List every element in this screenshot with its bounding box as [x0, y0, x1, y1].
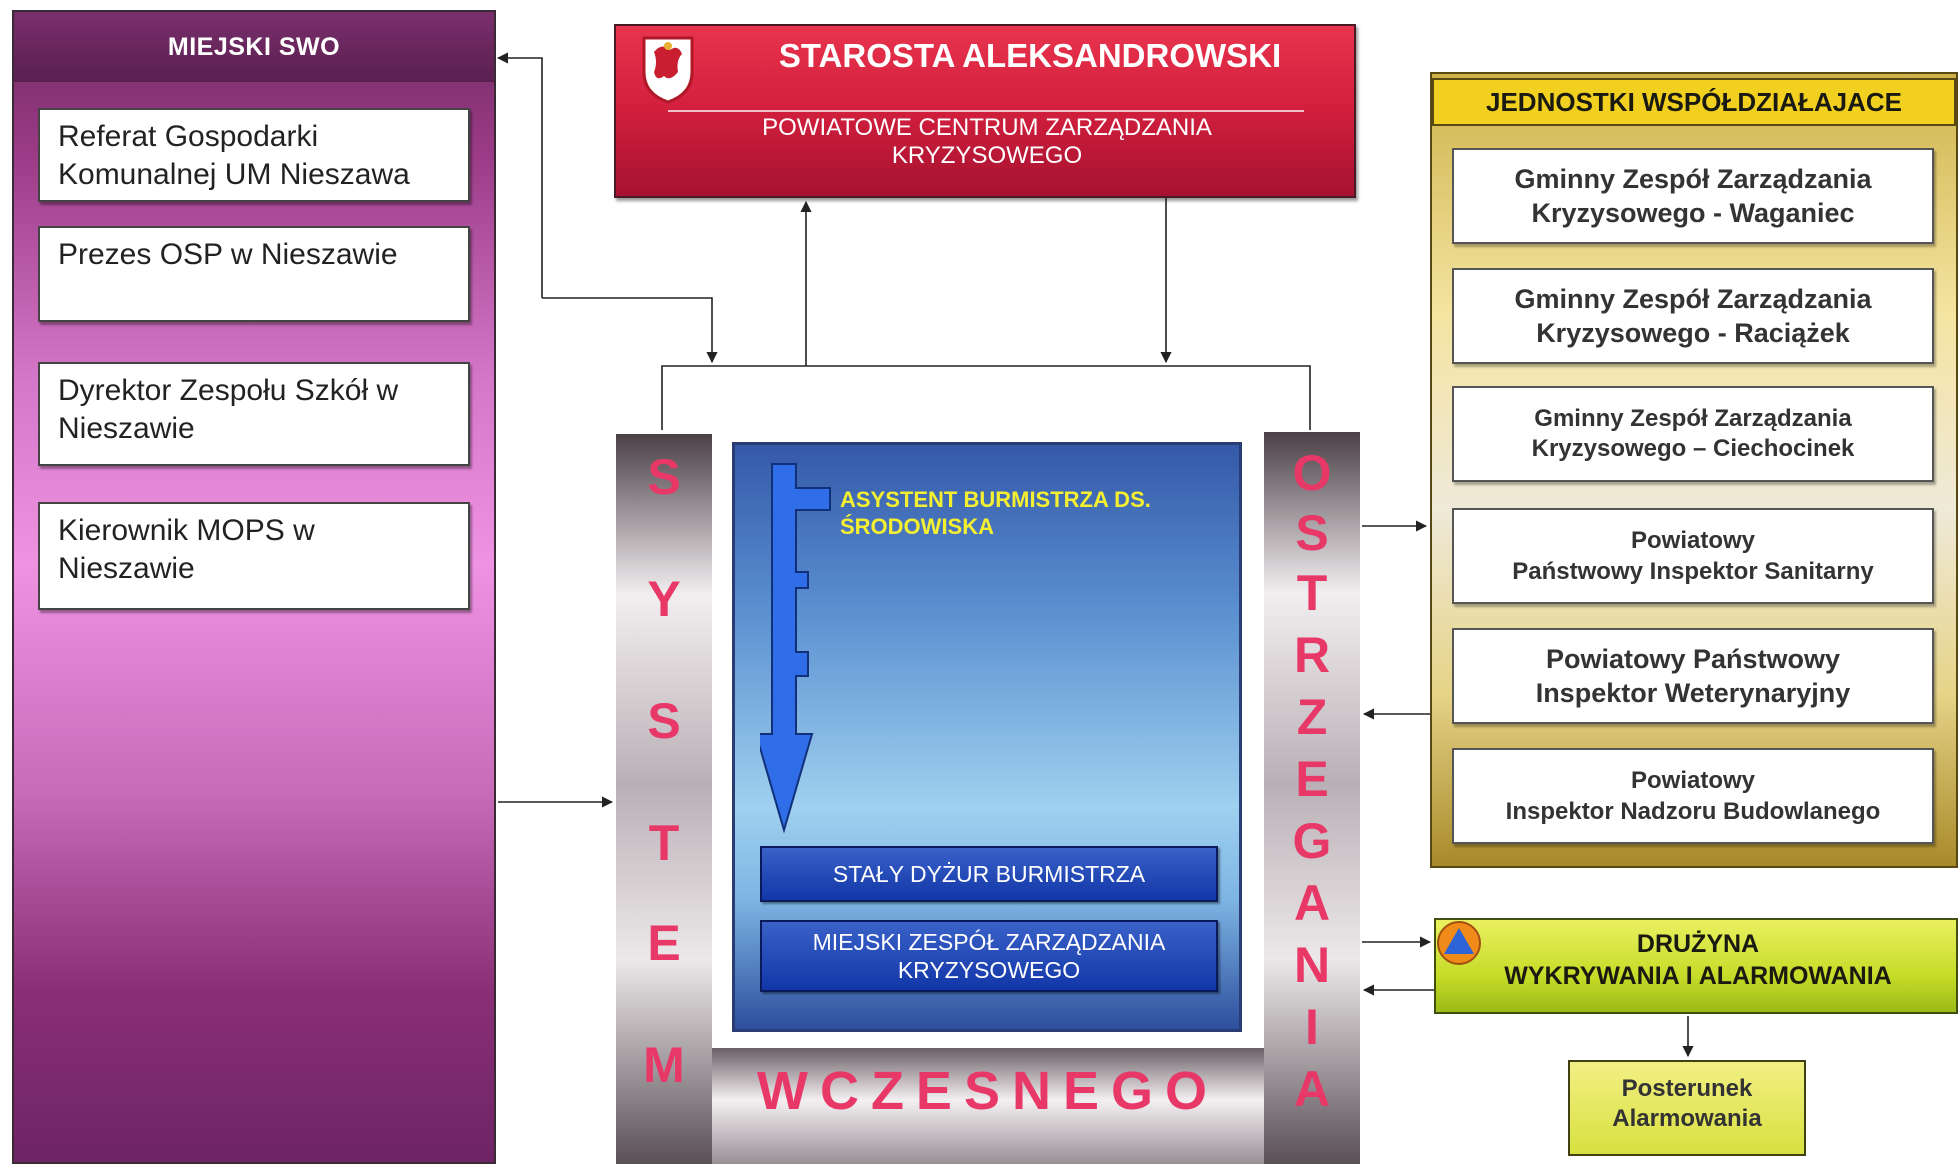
- left-box-prezes-osp: Prezes OSP w Nieszawie: [38, 226, 470, 322]
- ostrzegania-letter: A: [1293, 875, 1331, 931]
- system-letter: S: [647, 693, 681, 749]
- ostrzegania-letter: E: [1295, 751, 1329, 807]
- right-box-line: Gminny Zespół Zarządzania: [1534, 405, 1852, 432]
- crisis-team-box: MIEJSKI ZESPÓŁ ZARZĄDZANIA KRYZYSOWEGO: [760, 920, 1218, 992]
- ostrzegania-letter: S: [1295, 505, 1329, 561]
- system-letter: T: [648, 815, 680, 871]
- system-column-right: [1264, 432, 1360, 1164]
- alarm-post-box: Posterunek Alarmowania: [1568, 1060, 1806, 1156]
- wczesnego-word: WCZESNEGO: [756, 1061, 1219, 1121]
- system-column-left: [616, 434, 712, 1164]
- alarm-team-box: DRUŻYNA WYKRYWANIA I ALARMOWANIA: [1434, 918, 1958, 1014]
- right-box-weterynarz: Powiatowy Państwowy Inspektor Weterynary…: [1452, 628, 1934, 724]
- right-box-line: Państwowy Inspektor Sanitarny: [1512, 558, 1874, 585]
- ostrzegania-letter: R: [1293, 627, 1331, 683]
- right-box-line: Powiatowy: [1630, 767, 1756, 794]
- ostrzegania-letter: Z: [1296, 689, 1328, 745]
- starosta-divider: [668, 110, 1304, 112]
- right-panel-header: JEDNOSTKI WSPÓŁDZIAŁAJACE: [1432, 78, 1956, 126]
- system-letter: Y: [647, 571, 681, 627]
- system-bottom-band: [712, 1048, 1264, 1164]
- right-box-sanepid: Powiatowy Państwowy Inspektor Sanitarny: [1452, 508, 1934, 604]
- right-box-waganiec: Gminny Zespół Zarządzania Kryzysowego - …: [1452, 148, 1934, 244]
- system-letter: E: [647, 915, 681, 971]
- right-box-ciechocinek: Gminny Zespół Zarządzania Kryzysowego – …: [1452, 386, 1934, 482]
- left-box-kierownik-mops: Kierownik MOPS w Nieszawie: [38, 502, 470, 610]
- right-box-line: Powiatowy: [1630, 527, 1756, 554]
- right-box-nadzor-budowlany: Powiatowy Inspektor Nadzoru Budowlanego: [1452, 748, 1934, 844]
- alarm-team-line: DRUŻYNA: [1636, 930, 1760, 958]
- right-box-line: Kryzysowego - Raciążek: [1536, 318, 1850, 348]
- ostrzegania-letter: I: [1305, 999, 1319, 1055]
- duty-box: STAŁY DYŻUR BURMISTRZA: [760, 846, 1218, 902]
- right-box-line: Gminny Zespół Zarządzania: [1514, 284, 1872, 314]
- coat-of-arms-icon: [642, 36, 694, 104]
- ostrzegania-letter: T: [1296, 565, 1328, 621]
- right-box-line: Gminny Zespół Zarządzania: [1514, 164, 1872, 194]
- ostrzegania-letter: N: [1293, 937, 1331, 993]
- right-box-line: Inspektor Nadzoru Budowlanego: [1505, 798, 1881, 825]
- civil-defence-icon: [1437, 921, 1481, 965]
- starosta-subtitle: POWIATOWE CENTRUM ZARZĄDZANIA KRYZYSOWEG…: [762, 114, 1212, 169]
- system-letter: S: [647, 449, 681, 505]
- right-box-line: Powiatowy Państwowy: [1545, 644, 1841, 674]
- left-box-referat: Referat Gospodarki Komunalnej UM Nieszaw…: [38, 108, 470, 202]
- alarm-team-line: WYKRYWANIA I ALARMOWANIA: [1504, 962, 1892, 990]
- left-box-dyrektor: Dyrektor Zespołu Szkół w Nieszawie: [38, 362, 470, 466]
- ostrzegania-letter: G: [1292, 813, 1332, 869]
- down-arrow-icon: [760, 463, 831, 834]
- right-box-line: Inspektor Weterynaryjny: [1535, 678, 1851, 708]
- right-box-line: Kryzysowego - Waganiec: [1531, 198, 1855, 228]
- starosta-title: STAROSTA ALEKSANDROWSKI: [778, 37, 1282, 74]
- left-panel-header: MIEJSKI SWO: [14, 12, 494, 82]
- right-box-line: Kryzysowego – Ciechocinek: [1531, 435, 1855, 462]
- ostrzegania-letter: A: [1293, 1061, 1331, 1117]
- right-box-raciazek: Gminny Zespół Zarządzania Kryzysowego - …: [1452, 268, 1934, 364]
- system-letter: M: [643, 1037, 685, 1093]
- ostrzegania-letter: O: [1292, 445, 1332, 501]
- assistant-label: ASYSTENT BURMISTRZA DS. ŚRODOWISKA: [840, 487, 1151, 539]
